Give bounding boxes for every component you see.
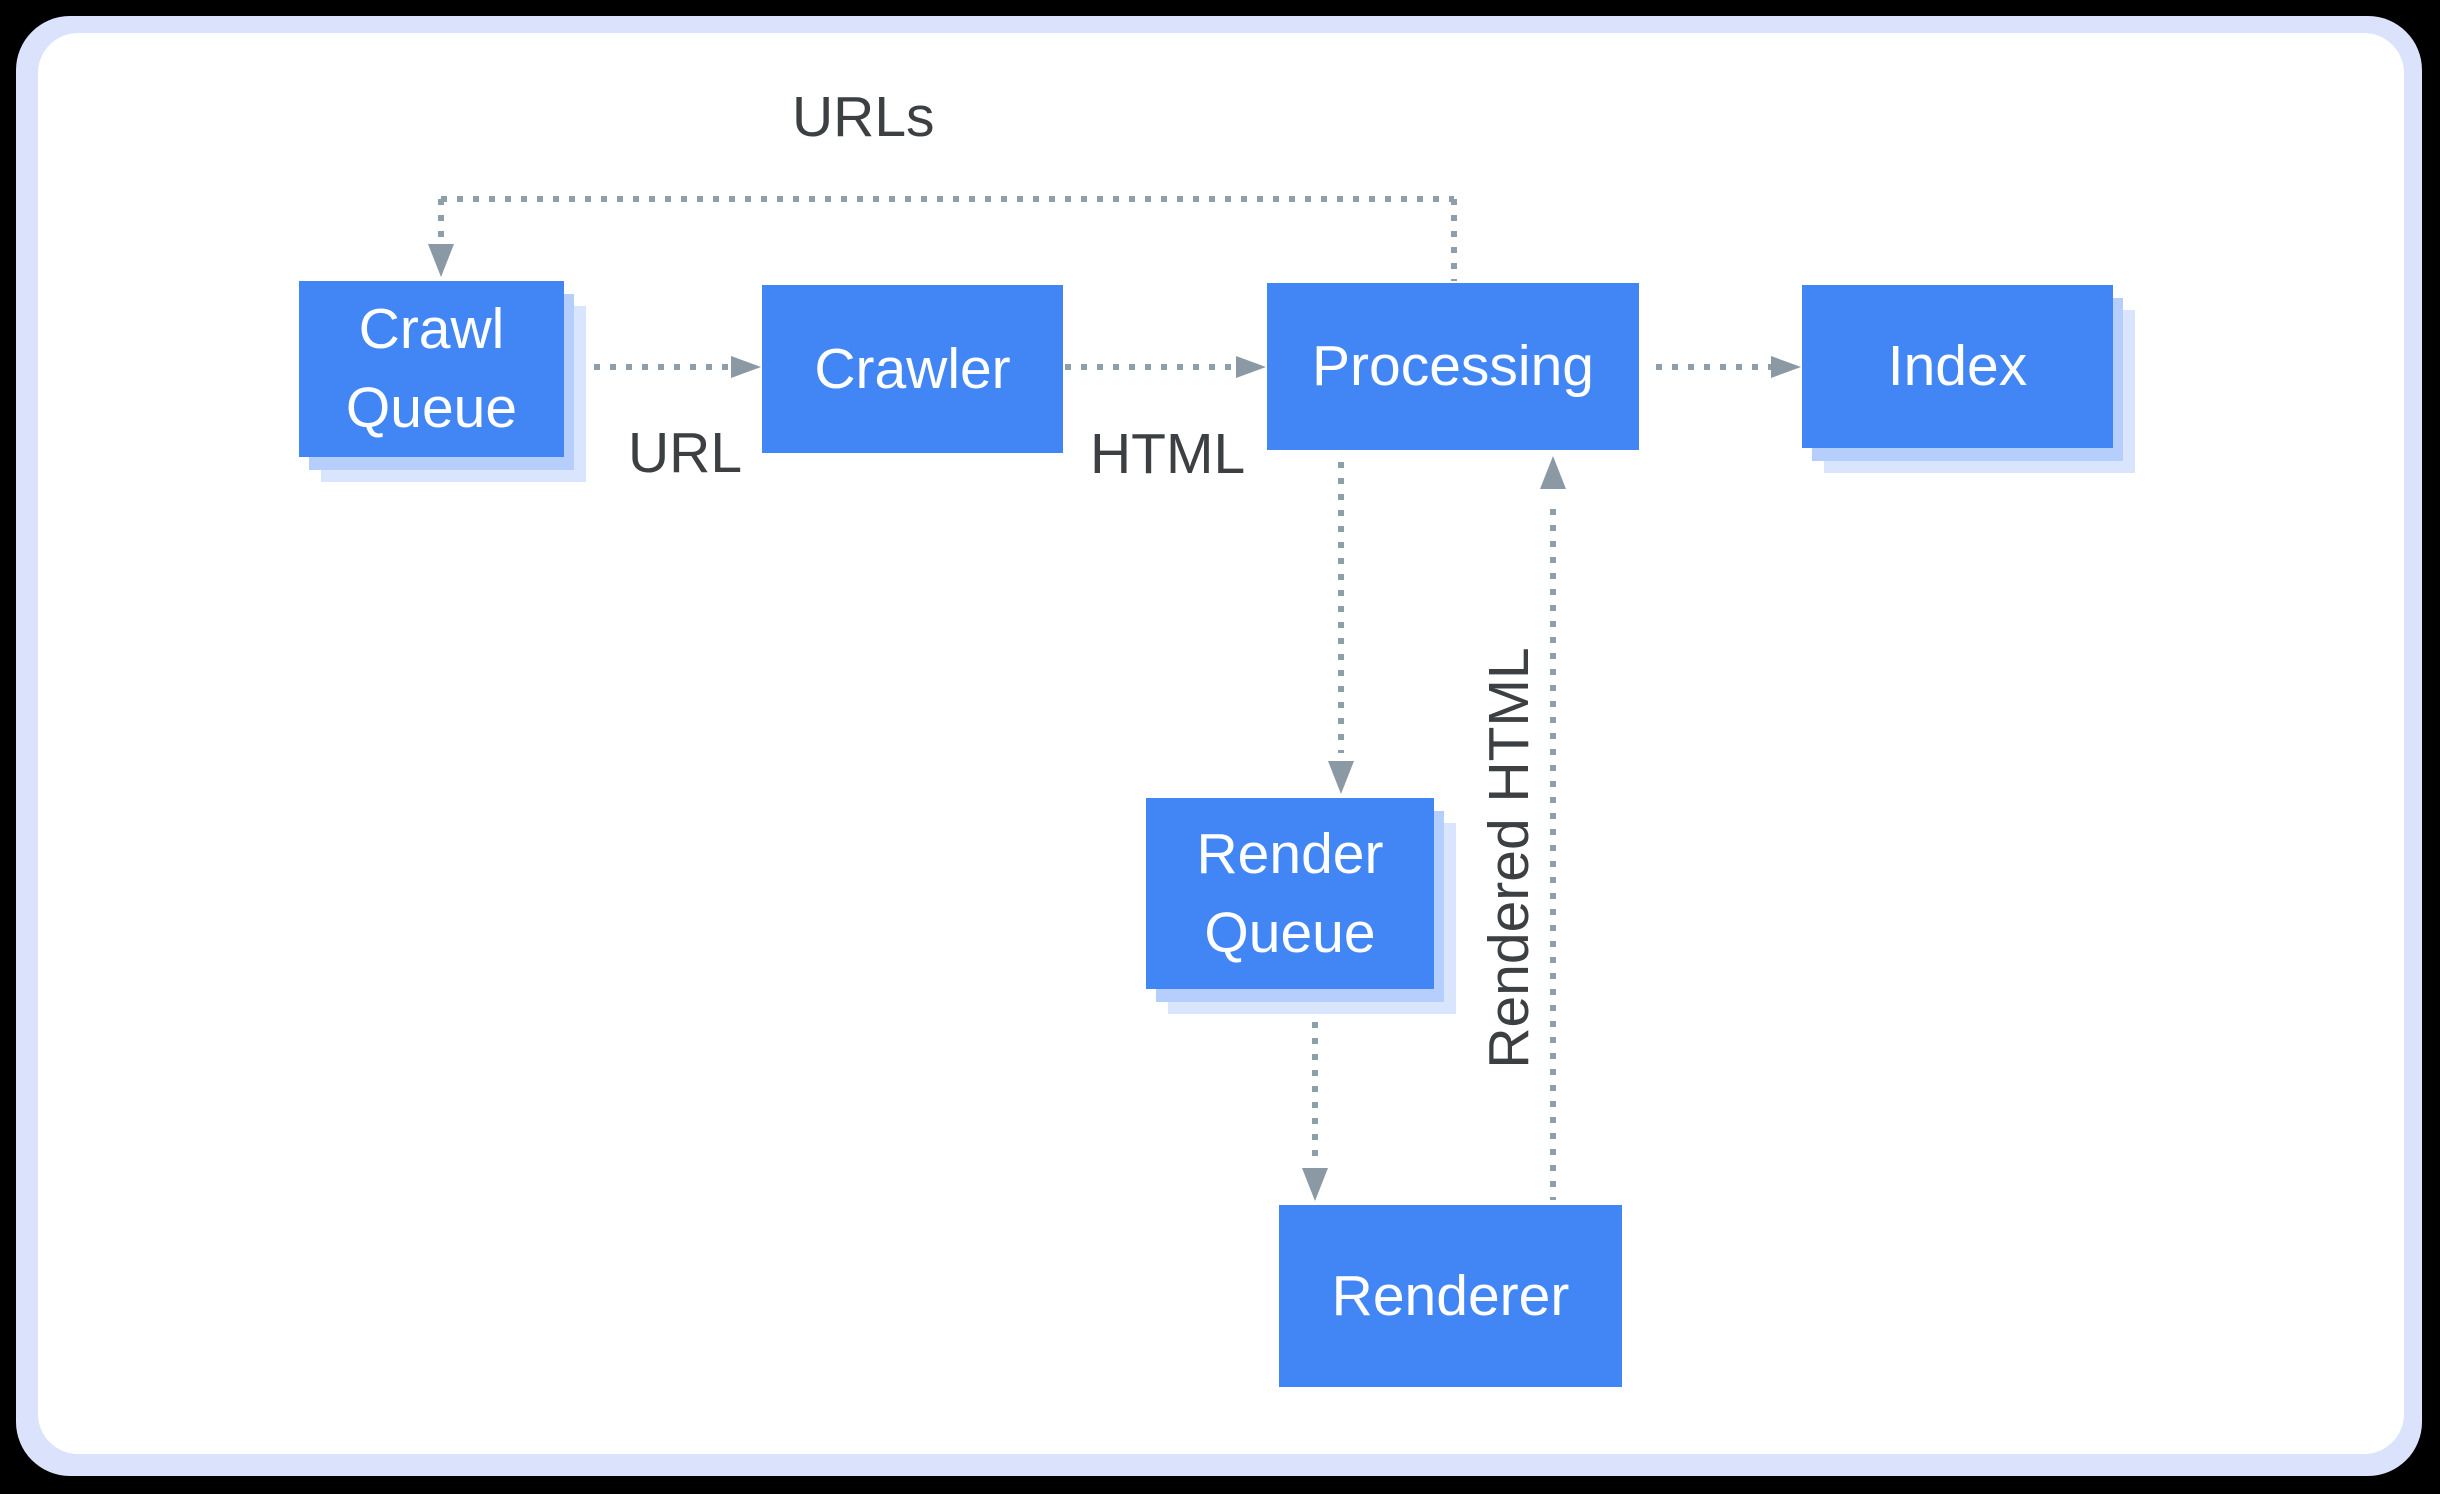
node-renderer-label: Renderer bbox=[1331, 1263, 1570, 1328]
node-processing: Processing bbox=[1267, 283, 1639, 450]
node-crawler: Crawler bbox=[762, 285, 1063, 453]
edge-render-queue-to-renderer-vseg0 bbox=[1312, 1006, 1318, 1162]
edge-processing-to-index-hseg0 bbox=[1656, 364, 1771, 370]
node-processing-label: Processing bbox=[1312, 334, 1594, 399]
node-crawler-label: Crawler bbox=[814, 336, 1011, 401]
edge-processing-to-crawl-queue-arrowhead bbox=[428, 244, 454, 277]
edge-crawl-queue-to-crawler-arrowhead bbox=[731, 356, 761, 378]
node-crawl-queue-label: Crawl Queue bbox=[345, 297, 518, 440]
node-index-label: Index bbox=[1887, 334, 2028, 399]
node-crawl-queue: Crawl Queue bbox=[299, 281, 564, 457]
edge-processing-to-crawl-queue-vseg0 bbox=[1451, 199, 1457, 281]
edge-label-url: URL bbox=[628, 421, 743, 485]
edge-crawler-to-processing-arrowhead bbox=[1236, 356, 1266, 378]
edge-processing-to-render-queue-arrowhead bbox=[1328, 761, 1354, 794]
edge-processing-to-crawl-queue-vseg1 bbox=[438, 199, 444, 243]
node-render-queue: Render Queue bbox=[1146, 798, 1434, 989]
edge-processing-to-crawl-queue-hseg0 bbox=[441, 196, 1454, 202]
node-render-queue-label: Render Queue bbox=[1196, 821, 1384, 965]
edge-label-html: HTML bbox=[1090, 422, 1246, 486]
edge-processing-to-index-arrowhead bbox=[1771, 356, 1801, 378]
edge-label-rendered-html: Rendered HTML bbox=[1477, 647, 1541, 1069]
edge-crawl-queue-to-crawler-hseg0 bbox=[594, 364, 731, 370]
edge-renderer-to-processing-vseg0 bbox=[1550, 509, 1556, 1200]
node-index: Index bbox=[1802, 285, 2113, 448]
edge-render-queue-to-renderer-arrowhead bbox=[1302, 1168, 1328, 1201]
edge-renderer-to-processing-arrowhead bbox=[1540, 456, 1566, 489]
edge-processing-to-render-queue-vseg0 bbox=[1338, 462, 1344, 753]
node-renderer: Renderer bbox=[1279, 1205, 1622, 1387]
edge-crawler-to-processing-hseg0 bbox=[1065, 364, 1236, 370]
edge-label-urls: URLs bbox=[792, 85, 935, 149]
